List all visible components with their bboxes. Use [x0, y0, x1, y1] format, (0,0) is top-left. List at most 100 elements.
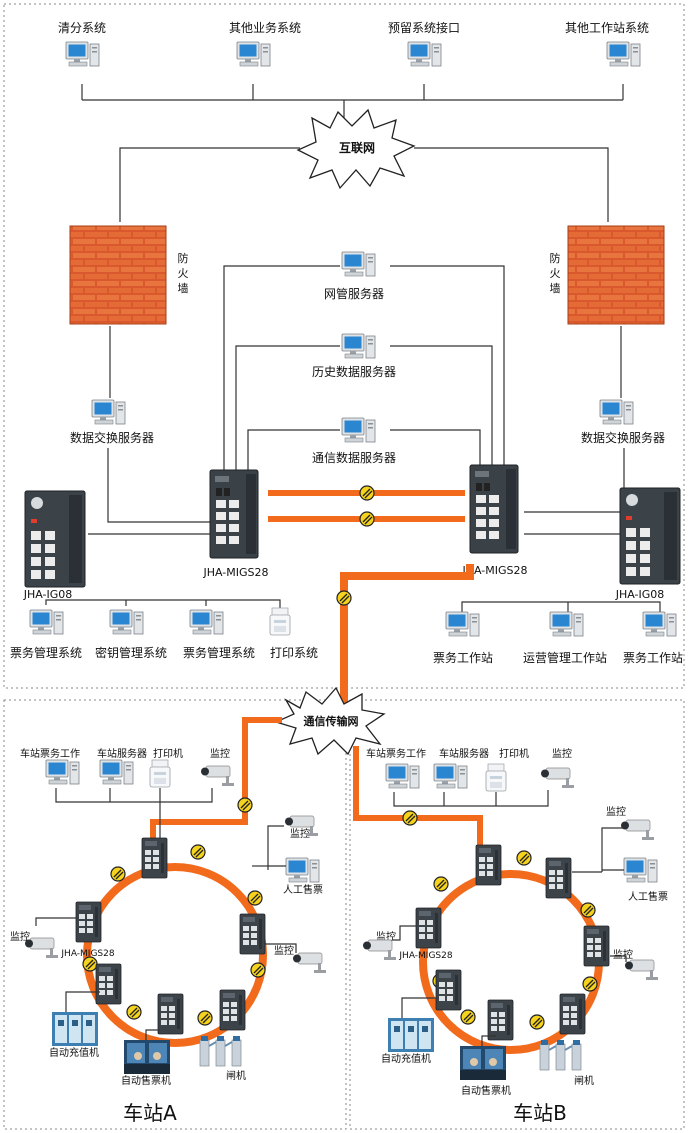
server-label: 网管服务器	[324, 286, 384, 301]
server-comm: 通信数据服务器	[312, 417, 396, 465]
machine-label: 自动售票机	[461, 1084, 511, 1097]
fiber-link-icon	[529, 1014, 545, 1030]
recharge-machine-icon	[388, 1018, 434, 1052]
server-label: 历史数据服务器	[312, 364, 396, 379]
ring-switch-icon	[415, 907, 442, 949]
firewall-label-char: 墙	[550, 281, 561, 295]
comm-network-label: 通信传输网	[304, 714, 359, 728]
external-system-1: 清分系统	[58, 21, 106, 67]
fiber-link-icon	[516, 850, 532, 866]
switch-label: JHA-MIGS28	[398, 951, 452, 961]
ticket-machine-icon	[460, 1046, 506, 1080]
fiber-link-icon	[402, 810, 418, 826]
station-a-border	[3, 699, 347, 1130]
core-switch-right: JHA-MIGS28	[461, 464, 528, 577]
system-label: 票务管理系统	[183, 645, 255, 660]
station-a: 车站票务工作 车站服务器 打印机 监控 监控 人工售票 监控	[10, 747, 327, 1125]
internet-cloud: 互联网	[296, 108, 416, 190]
computer-icon	[407, 41, 442, 67]
ring-switch-icon	[475, 844, 502, 886]
data-exchange-right: 数据交换服务器	[581, 399, 665, 445]
switch-label: JHA-MIGS28	[202, 566, 268, 579]
machine-label: 闸机	[574, 1074, 594, 1087]
fiber-link-icon	[247, 890, 263, 906]
camera-icon	[24, 937, 59, 959]
ring-switch-icon	[95, 963, 122, 1005]
computer-icon	[385, 763, 420, 789]
fiber-link-icon	[250, 962, 266, 978]
ring-switch-icon	[583, 925, 610, 967]
computer-icon	[549, 611, 584, 637]
ring-switch-icon	[75, 901, 102, 943]
printer-icon	[485, 763, 507, 792]
fiber-link-icon	[82, 956, 98, 972]
fiber-link-icon	[190, 844, 206, 860]
fiber-link-icon	[126, 1004, 142, 1020]
computer-icon	[236, 41, 271, 67]
ig-switch-right: JHA-IG08	[615, 487, 681, 601]
computer-icon	[445, 611, 480, 637]
industrial-switch-icon	[469, 464, 519, 554]
burst-cloud-icon	[274, 686, 386, 756]
station-title: 车站B	[513, 1101, 567, 1125]
external-system-label: 清分系统	[58, 21, 106, 35]
data-exchange-label: 数据交换服务器	[581, 430, 665, 445]
computer-icon	[29, 609, 64, 635]
switch-label: JHA-IG08	[23, 588, 73, 601]
computer-icon	[433, 763, 468, 789]
computer-icon	[642, 611, 677, 637]
server-label: 通信数据服务器	[312, 450, 396, 465]
firewall-label-char: 火	[550, 267, 561, 280]
external-system-4: 其他工作站系统	[565, 21, 649, 67]
firewall-label-char: 防	[550, 251, 561, 265]
central-region-border	[3, 3, 685, 689]
system-label: 票务工作站	[623, 650, 683, 665]
ring-switch-icon	[141, 837, 168, 879]
station-b: 车站票务工作 车站服务器 打印机 监控 监控 人工售票 监控	[362, 747, 668, 1125]
system-label: 密钥管理系统	[95, 645, 167, 660]
external-system-label: 其他业务系统	[229, 20, 301, 35]
system-label: 票务管理系统	[10, 645, 82, 660]
manual-ticket-label: 人工售票	[628, 890, 668, 903]
ring-switch-icon	[219, 989, 246, 1031]
computer-icon	[65, 41, 100, 67]
core-switch-left: JHA-MIGS28	[202, 469, 269, 579]
camera-icon	[624, 959, 659, 981]
computer-icon	[285, 857, 320, 883]
firewall-label-char: 墙	[178, 281, 189, 295]
camera-icon	[200, 765, 235, 787]
computer-icon	[189, 609, 224, 635]
industrial-switch-icon	[619, 487, 681, 585]
ring-switch-icon	[435, 969, 462, 1011]
machine-label: 自动售票机	[121, 1074, 171, 1087]
computer-icon	[109, 609, 144, 635]
device-label: 车站服务器	[97, 747, 147, 760]
firewall-label-char: 火	[178, 267, 189, 280]
device-label: 车站服务器	[439, 747, 489, 760]
device-label: 车站票务工作	[20, 747, 80, 760]
ig-switch-left: JHA-IG08	[23, 490, 86, 601]
data-exchange-label: 数据交换服务器	[70, 430, 154, 445]
device-label: 打印机	[499, 747, 529, 760]
brick-wall-icon	[567, 225, 665, 325]
monitor-label: 监控	[606, 805, 626, 818]
recharge-machine-icon	[52, 1012, 98, 1046]
external-system-label: 预留系统接口	[388, 20, 460, 35]
camera-icon	[362, 939, 397, 961]
machine-label: 闸机	[226, 1069, 246, 1082]
fiber-link-icon	[460, 1009, 476, 1025]
external-system-3: 预留系统接口	[388, 20, 460, 67]
computer-icon	[99, 759, 134, 785]
camera-icon	[540, 767, 575, 789]
computer-icon	[599, 399, 634, 425]
system-label: 打印系统	[270, 646, 318, 660]
fiber-link-icon	[580, 902, 596, 918]
machine-label: 自动充值机	[381, 1052, 431, 1065]
camera-icon	[620, 819, 655, 841]
device-label: 监控	[210, 747, 230, 760]
computer-icon	[341, 333, 376, 359]
printer-icon	[149, 759, 171, 788]
external-system-label: 其他工作站系统	[565, 21, 649, 35]
computer-icon	[91, 399, 126, 425]
system-ticket-station-2: 票务工作站	[623, 611, 683, 665]
